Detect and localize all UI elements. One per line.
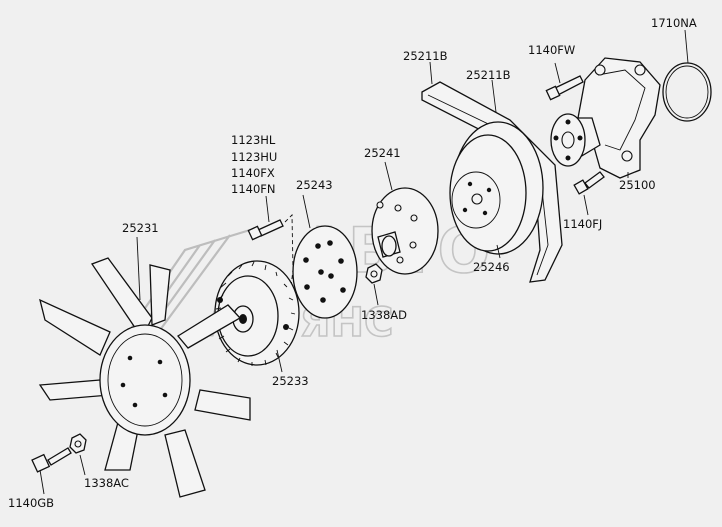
label-25233: 25233 (272, 374, 309, 388)
label-1338ac: 1338AC (84, 476, 129, 490)
label-25246: 25246 (473, 260, 510, 274)
fan-plate-25243 (292, 194, 358, 319)
label-25211b-b: 25211B (466, 68, 511, 82)
label-25211b-a: 25211B (403, 49, 448, 63)
label-1140fn: 1140FN (231, 182, 275, 196)
label-1140gb: 1140GB (8, 496, 54, 510)
bolt-set-1140fn (247, 195, 294, 336)
label-1140fw: 1140FW (528, 43, 575, 57)
label-1123hl: 1123HL (231, 133, 276, 147)
label-25100: 25100 (619, 178, 656, 192)
bolt-1140fj (573, 171, 605, 216)
label-1140fj: 1140FJ (563, 217, 602, 231)
part-labels: 1710NA 1140FW 25211B 25211B 25100 1140FJ… (8, 16, 697, 510)
label-1338ad: 1338AD (361, 308, 407, 322)
nut-1338ad (365, 263, 383, 306)
spacer-25241 (371, 161, 439, 275)
o-ring-1710na (662, 29, 712, 122)
label-25243: 25243 (296, 178, 333, 192)
label-25241: 25241 (364, 146, 401, 160)
label-1140fx: 1140FX (231, 166, 275, 180)
cooling-fan-25231 (38, 236, 251, 498)
bolt-1140gb (31, 447, 72, 495)
label-25231: 25231 (122, 221, 159, 235)
water-pump-25100 (550, 57, 661, 179)
label-1123hu: 1123HU (231, 150, 277, 164)
fan-clutch-25233 (214, 260, 300, 373)
watermark-swoosh (129, 228, 251, 331)
nut-1338ac (69, 433, 87, 476)
label-1710na: 1710NA (651, 16, 697, 30)
bolt-1140fw (545, 62, 584, 101)
pulley-25246 (449, 121, 544, 259)
